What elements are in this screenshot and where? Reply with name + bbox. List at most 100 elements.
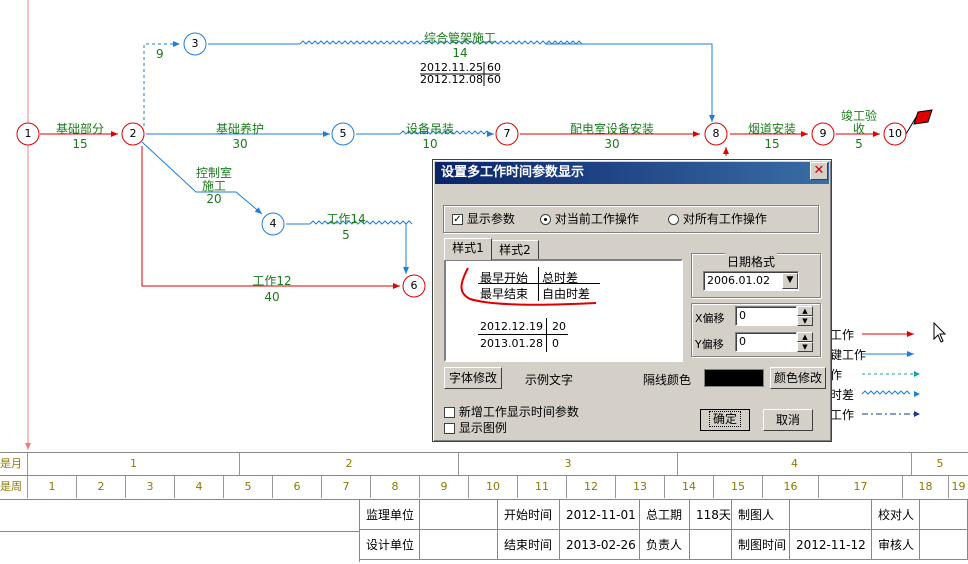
activity-name-line2: 收 — [852, 122, 865, 136]
sample-text: 示例文字 — [525, 373, 574, 387]
week-cell: 13 — [616, 476, 665, 498]
font-modify-button[interactable]: 字体修改 — [444, 367, 502, 389]
reviewer-value[interactable] — [920, 530, 968, 560]
checkbox-unchecked-icon — [444, 407, 455, 418]
week-cell: 14 — [665, 476, 714, 498]
ok-label: 确定 — [708, 411, 741, 427]
legend-label: 时差 — [830, 388, 855, 402]
activity-name-line2: 施工 — [201, 179, 226, 193]
draw-time-value[interactable]: 2012-11-12 — [790, 530, 872, 560]
month-cell: 4 — [678, 453, 912, 475]
node-label-7[interactable]: 7 — [503, 127, 511, 140]
designer-label: 设计单位 — [360, 530, 420, 560]
month-row-label: 是月 — [0, 453, 28, 475]
preview-earliest-finish: 最早结束 — [480, 287, 529, 301]
week-cell: 1 — [28, 476, 77, 498]
week-cell: 11 — [518, 476, 567, 498]
chevron-down-icon[interactable]: ▼ — [782, 273, 798, 289]
ok-button[interactable]: 确定 — [700, 409, 750, 431]
y-offset-up-icon[interactable]: ▲ — [797, 332, 813, 342]
radio-all-work[interactable]: 对所有工作操作 — [668, 210, 767, 227]
node-label-9[interactable]: 9 — [819, 127, 827, 140]
legend-label: 工作 — [830, 408, 855, 422]
week-cell: 5 — [224, 476, 273, 498]
node-label-4[interactable]: 4 — [269, 217, 277, 230]
checkbox-checked-icon: ✓ — [452, 214, 463, 225]
total-duration-label: 总工期 — [640, 500, 690, 530]
legend-label: 键工作 — [830, 348, 867, 362]
node-label-2[interactable]: 2 — [129, 127, 137, 140]
activity-name[interactable]: 工作12 — [252, 274, 292, 288]
node-10 — [883, 122, 907, 146]
preview-date2: 2013.01.28 — [480, 337, 543, 350]
activity-duration: 10 — [422, 137, 438, 151]
supervisor-value[interactable] — [420, 500, 498, 530]
y-offset-down-icon[interactable]: ▼ — [797, 342, 813, 352]
activity-name[interactable]: 综合管架施工 — [423, 31, 496, 45]
color-modify-button[interactable]: 颜色修改 — [770, 367, 826, 389]
node-label-8[interactable]: 8 — [712, 127, 720, 140]
designer-value[interactable] — [420, 530, 498, 560]
activity-duration: 9 — [156, 47, 164, 61]
node-5 — [331, 122, 355, 146]
radio-unselected-icon — [668, 214, 679, 225]
activity-name[interactable]: 配电室设备安装 — [569, 122, 654, 136]
new-work-params-checkbox[interactable]: 新增工作显示时间参数 — [444, 403, 579, 420]
node-label-10[interactable]: 10 — [888, 127, 902, 140]
activity-name[interactable]: 烟道安装 — [747, 122, 796, 136]
arrow-3-8-b — [546, 43, 715, 122]
start-time-value[interactable]: 2012-11-01 — [560, 500, 640, 530]
date-format-value: 2006.01.02 — [707, 274, 770, 287]
radio-all-label: 对所有工作操作 — [682, 212, 767, 226]
node-label-6[interactable]: 6 — [410, 279, 418, 292]
supervisor-label: 监理单位 — [360, 500, 420, 530]
radio-current-work[interactable]: 对当前工作操作 — [540, 210, 639, 227]
activity-name[interactable]: 设备吊装 — [405, 122, 454, 136]
draw-time-label: 制图时间 — [732, 530, 790, 560]
checker-value[interactable] — [920, 500, 968, 530]
show-params-checkbox[interactable]: ✓ 显示参数 — [452, 210, 515, 227]
date-format-select[interactable]: 2006.01.02 — [703, 271, 799, 291]
activity-duration: 20 — [206, 192, 222, 206]
x-offset-up-icon[interactable]: ▲ — [797, 306, 813, 316]
arrow-3-8-wave — [299, 40, 583, 45]
week-row-label: 是周 — [0, 476, 28, 498]
x-offset-down-icon[interactable]: ▼ — [797, 316, 813, 326]
node-label-3[interactable]: 3 — [191, 37, 199, 50]
week-cell: 7 — [322, 476, 371, 498]
activity-duration: 14 — [452, 46, 468, 60]
activity-name[interactable]: 工作14 — [326, 212, 366, 226]
node-label-1[interactable]: 1 — [24, 127, 32, 140]
cancel-button[interactable]: 取消 — [763, 409, 813, 431]
time-params-dialog: 设置多工作时间参数显示 ✕ ✓ 显示参数 对当前工作操作 对所有工作操作 样式1… — [432, 159, 832, 442]
reviewer-label: 审核人 — [872, 530, 920, 560]
dialog-title[interactable]: 设置多工作时间参数显示 — [435, 162, 829, 184]
node-label-5[interactable]: 5 — [339, 127, 347, 140]
tab-style1[interactable]: 样式1 — [444, 238, 492, 260]
manager-value[interactable] — [690, 530, 732, 560]
activity-name[interactable]: 控制室 — [195, 166, 232, 180]
preview-earliest-start: 最早开始 — [480, 271, 529, 285]
checkbox-unchecked-icon — [444, 423, 455, 434]
end-time-value[interactable]: 2013-02-26 — [560, 530, 640, 560]
x-offset-input[interactable]: 0 — [735, 306, 797, 326]
preview-val1: 20 — [552, 320, 566, 333]
node-8 — [704, 122, 728, 146]
y-offset-input[interactable]: 0 — [735, 332, 797, 352]
activity-name[interactable]: 竣工验 — [840, 109, 877, 123]
activity-name[interactable]: 基础部分 — [55, 122, 104, 136]
show-legend-label: 显示图例 — [458, 421, 507, 435]
drafter-value[interactable] — [790, 500, 872, 530]
week-cell: 10 — [469, 476, 518, 498]
start-time-label: 开始时间 — [498, 500, 560, 530]
node-9 — [811, 122, 835, 146]
show-legend-checkbox[interactable]: 显示图例 — [444, 419, 507, 436]
close-icon[interactable]: ✕ — [810, 162, 828, 180]
activity-duration: 30 — [232, 137, 248, 151]
tab-style2[interactable]: 样式2 — [491, 240, 539, 259]
offset-group — [691, 303, 821, 357]
y-offset-label: Y偏移 — [695, 338, 724, 351]
activity-name[interactable]: 基础养护 — [215, 122, 264, 136]
total-duration-value[interactable]: 118天 — [690, 500, 732, 530]
